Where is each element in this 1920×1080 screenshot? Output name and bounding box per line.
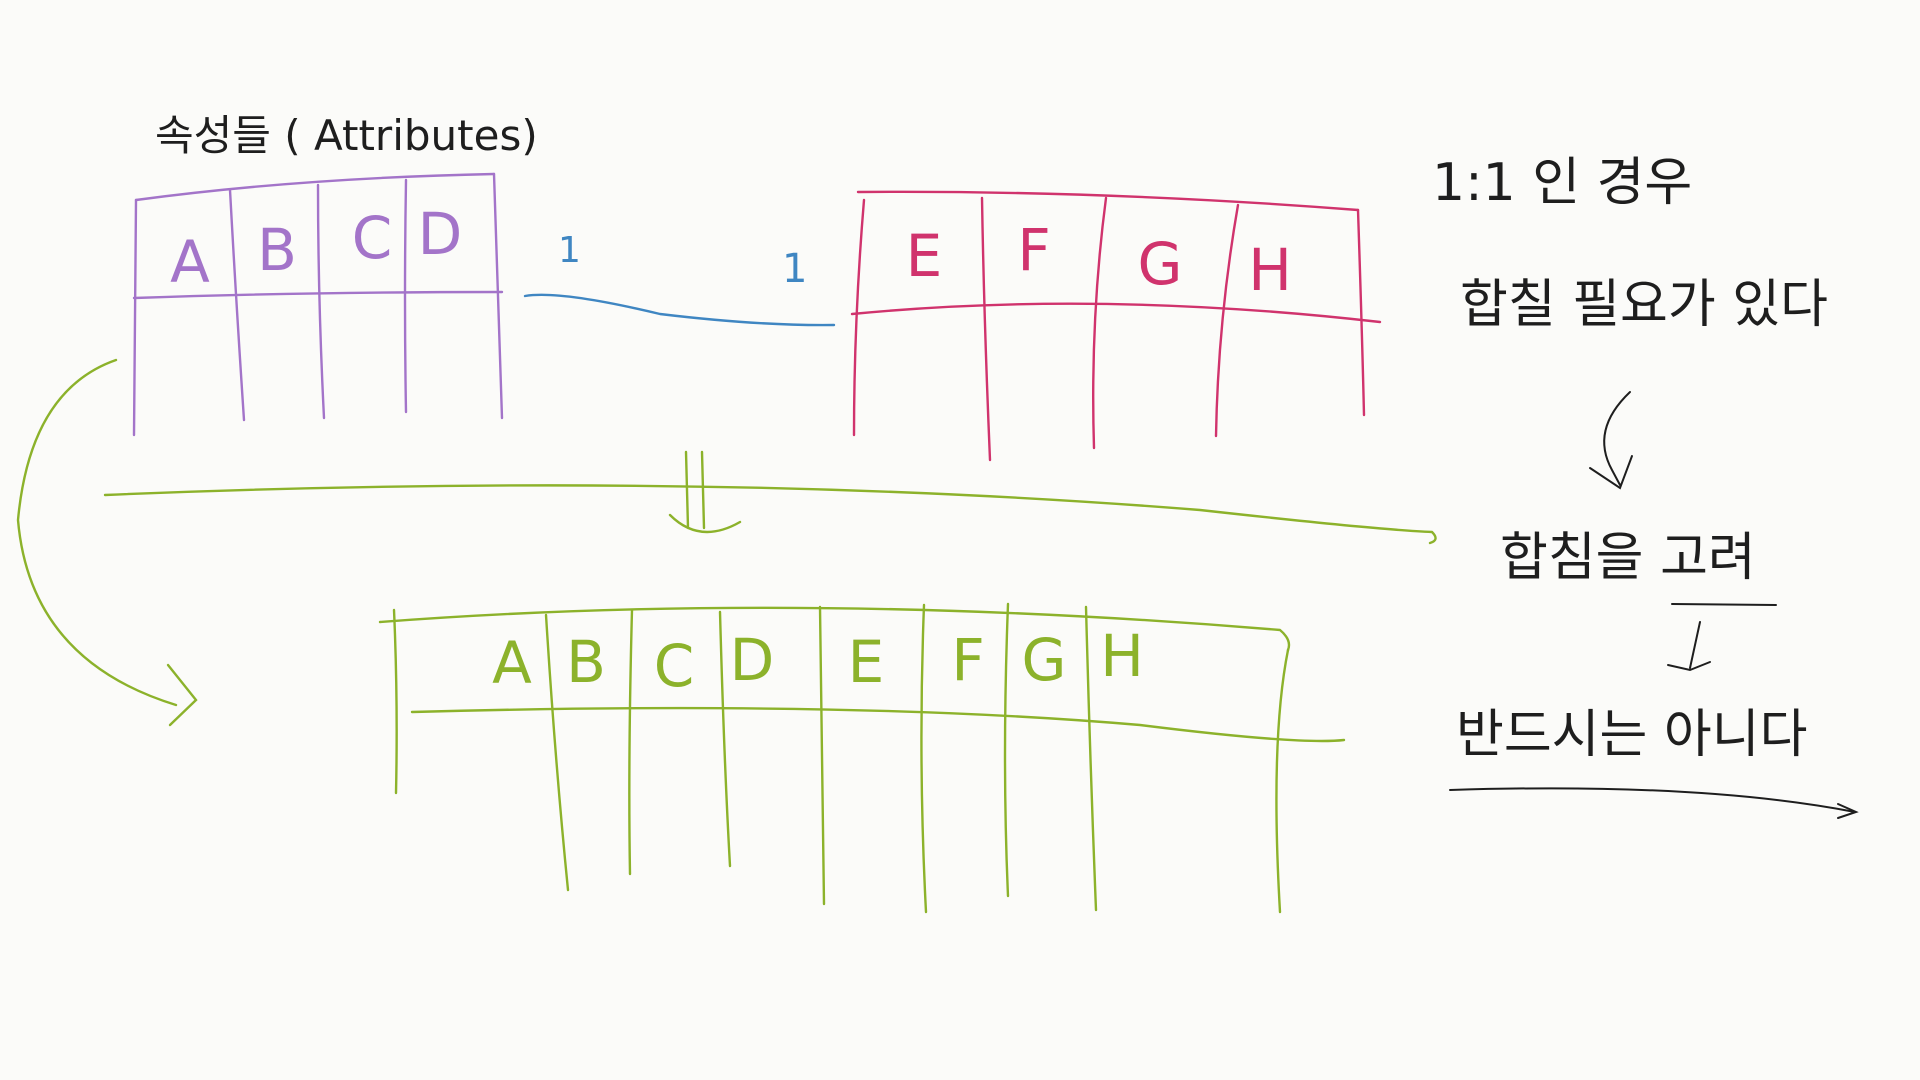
table-right-left-border xyxy=(852,198,866,437)
table-right-top-border xyxy=(856,190,1360,212)
table-right-col-label: F xyxy=(1017,216,1050,284)
table-left-col-divider xyxy=(316,183,326,420)
table-merged-col-divider xyxy=(818,605,826,906)
notes: 1:1 인 경우 합칠 필요가 있다 합침을 고려 반드시는 아니다 xyxy=(1432,153,1828,765)
table-merged-col-label: F xyxy=(951,626,984,694)
table-merged-col-label: G xyxy=(1022,626,1067,694)
merge-divider-line xyxy=(103,484,1437,545)
table-merged-col-label: B xyxy=(566,628,606,696)
table-right xyxy=(850,190,1382,462)
table-left-header-labels: A B C D xyxy=(170,200,462,296)
table-right-col-divider xyxy=(1214,203,1240,438)
table-merged-col-divider xyxy=(920,603,928,914)
right-cardinality: 1 xyxy=(782,246,807,292)
table-merged-header-labels: A B C D E F G H xyxy=(492,622,1144,700)
note-line-4: 반드시는 아니다 xyxy=(1456,705,1807,765)
table-left-col-divider xyxy=(403,178,408,414)
note-down-arrow-icon xyxy=(1603,391,1631,486)
note-underline-2-head-icon xyxy=(1837,803,1859,819)
note-down-arrow-2-head-icon xyxy=(1667,661,1711,672)
table-right-header-divider xyxy=(850,302,1382,324)
table-merged-top-border xyxy=(378,606,1291,652)
relationship-line xyxy=(523,293,836,327)
table-merged-left-border xyxy=(392,608,398,795)
table-merged-col-label: C xyxy=(654,632,695,700)
note-line-1: 1:1 인 경우 xyxy=(1432,153,1692,213)
table-left-left-border xyxy=(132,198,138,437)
note-line-3: 합침을 고려 xyxy=(1500,528,1756,588)
table-merged-header-divider xyxy=(410,706,1346,743)
note-down-arrow-head-icon xyxy=(1589,455,1633,490)
table-left-header-divider xyxy=(132,290,504,300)
note-connectors xyxy=(1449,391,1859,819)
table-left xyxy=(132,172,504,437)
table-merged-col-divider xyxy=(718,610,732,868)
table-merged-col-label: E xyxy=(848,628,885,696)
table-merged-col-divider xyxy=(544,613,570,892)
table-right-right-border xyxy=(1356,208,1366,417)
table-right-header-labels: E F G H xyxy=(906,216,1292,304)
note-down-arrow-2-icon xyxy=(1689,621,1701,669)
table-left-col-divider xyxy=(228,188,246,422)
table-merged-right-border xyxy=(1275,648,1290,914)
table-left-col-label: A xyxy=(170,228,210,296)
note-underline-1 xyxy=(1671,603,1777,606)
table-merged-col-divider xyxy=(628,608,634,876)
note-underline-2 xyxy=(1449,787,1856,813)
table-right-col-label: G xyxy=(1138,230,1183,298)
table-left-col-label: D xyxy=(418,200,463,268)
table-right-col-divider xyxy=(1092,196,1108,450)
table-left-top-border xyxy=(134,172,496,202)
table-merged-col-divider xyxy=(1084,605,1098,912)
note-line-3-prefix: 합침을 xyxy=(1500,528,1660,588)
merge-arrows xyxy=(16,358,1437,727)
table-right-col-label: E xyxy=(906,222,943,290)
left-cardinality: 1 xyxy=(558,230,581,271)
note-line-2: 합칠 필요가 있다 xyxy=(1460,275,1828,335)
table-merged-col-label: A xyxy=(492,629,532,697)
table-left-col-label: B xyxy=(257,216,297,284)
table-left-col-label: C xyxy=(352,204,393,272)
down-arrow-icon xyxy=(668,450,742,534)
table-merged xyxy=(378,602,1346,914)
curved-arrow-head-icon xyxy=(166,663,198,727)
table-right-col-divider xyxy=(980,196,992,462)
table-left-right-border xyxy=(492,172,504,420)
curved-arrow-icon xyxy=(16,358,178,707)
table-right-col-label: H xyxy=(1248,236,1292,304)
table-merged-col-label: H xyxy=(1100,622,1144,690)
table-merged-col-divider xyxy=(1003,602,1010,898)
diagram-title: 속성들 ( Attributes) xyxy=(155,111,538,160)
note-line-3-underlined: 고려 xyxy=(1660,528,1756,588)
table-merged-col-label: D xyxy=(730,626,775,694)
